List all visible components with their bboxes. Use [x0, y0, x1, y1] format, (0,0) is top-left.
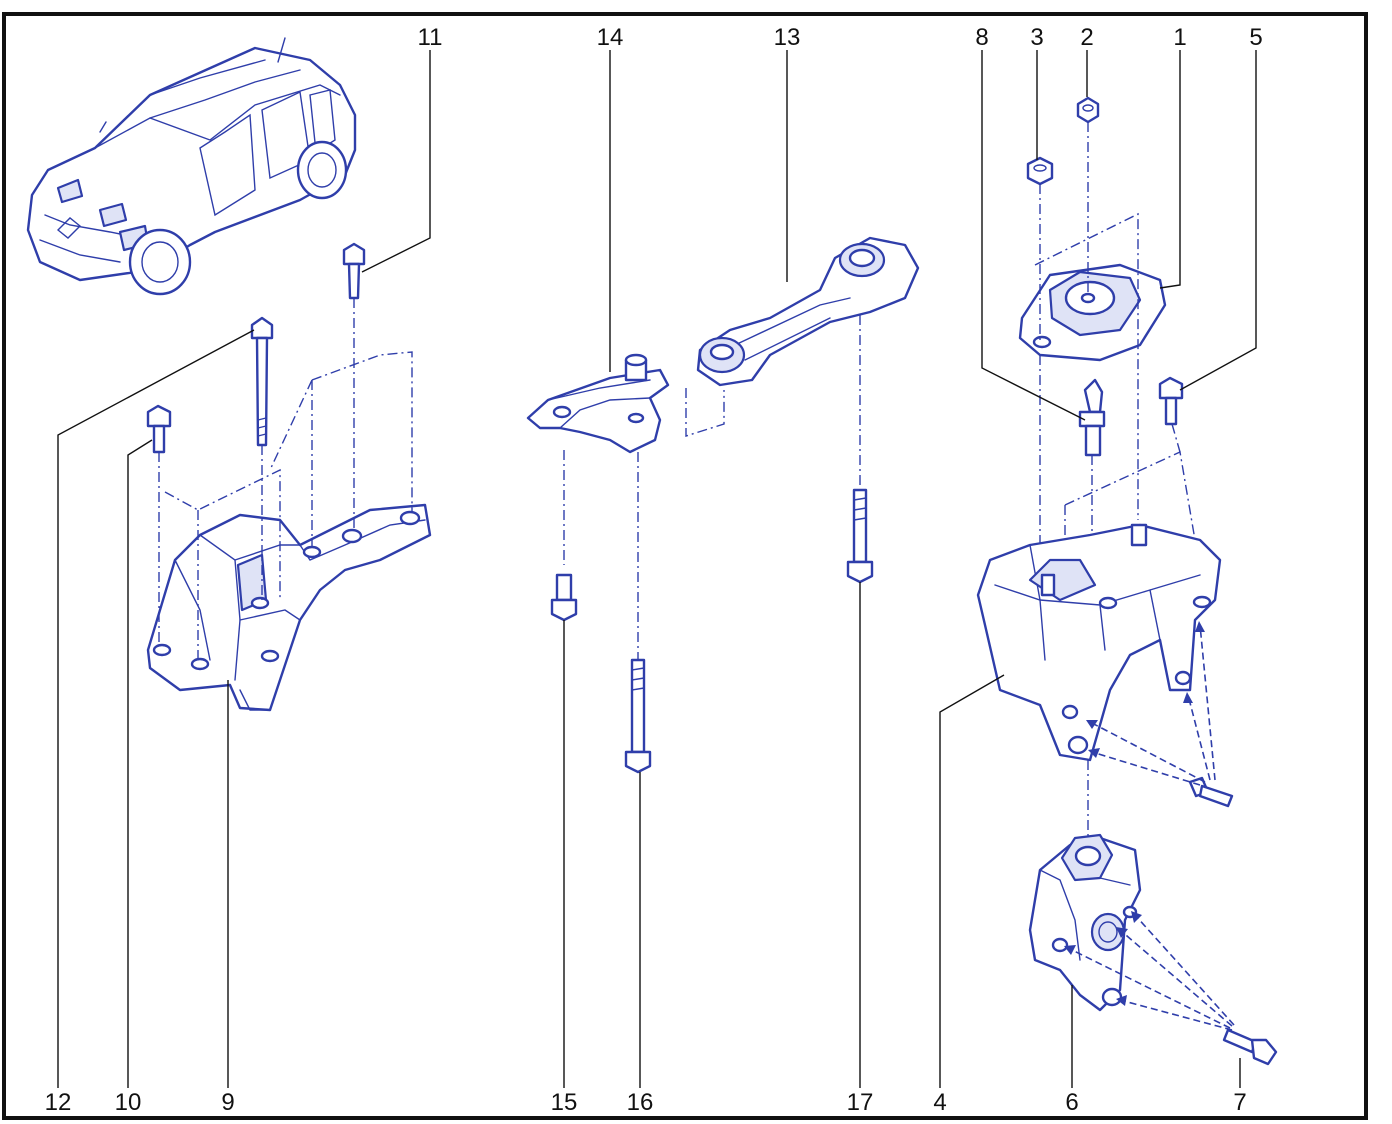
- stud-8: [1078, 378, 1106, 457]
- bolt-16: [624, 658, 652, 774]
- vehicle-thumbnail: [26, 37, 357, 296]
- callout-8: 8: [975, 24, 988, 51]
- callout-3: 3: [1030, 24, 1043, 51]
- callout-5: 5: [1249, 24, 1262, 51]
- bolt-5: [1158, 376, 1184, 426]
- bolt-11: [342, 242, 366, 300]
- torque-rod-13: [696, 236, 920, 387]
- callout-6: 6: [1065, 1089, 1078, 1116]
- callout-12: 12: [45, 1089, 72, 1116]
- nut-3: [1026, 156, 1054, 186]
- callout-13: 13: [774, 24, 801, 51]
- callout-14: 14: [597, 24, 624, 51]
- callout-11: 11: [418, 24, 443, 51]
- bolt-mount-4: [1188, 776, 1234, 808]
- callout-4: 4: [933, 1089, 946, 1116]
- diagram-frame: [2, 12, 1368, 1120]
- bolt-12: [250, 316, 274, 447]
- callout-15: 15: [551, 1089, 578, 1116]
- bolt-7: [1222, 1028, 1278, 1066]
- callout-7: 7: [1233, 1089, 1246, 1116]
- callout-labels: 11 14 13 8 3 2 1 5 12 10 9 15 16 17 4 6 …: [45, 24, 1263, 1116]
- middle-axes: [563, 315, 861, 660]
- callout-2: 2: [1080, 24, 1093, 51]
- callout-leaders: [57, 50, 1257, 1088]
- callout-17: 17: [847, 1089, 874, 1116]
- nut-2: [1076, 96, 1100, 124]
- bolt-15: [550, 573, 578, 622]
- left-gearbox-mount: [146, 503, 432, 712]
- bolt-17: [846, 488, 874, 584]
- arrows-bracket-4: [1086, 621, 1216, 786]
- arrows-bracket-6: [1064, 911, 1235, 1031]
- callout-10: 10: [115, 1089, 142, 1116]
- bolt-10: [146, 404, 172, 454]
- lower-bracket-6: [1028, 833, 1142, 1012]
- callout-1: 1: [1173, 24, 1186, 51]
- callout-9: 9: [221, 1089, 234, 1116]
- left-mount-axes: [158, 298, 413, 660]
- callout-16: 16: [627, 1089, 654, 1116]
- engine-mount-1: [1018, 263, 1167, 362]
- bracket-14: [526, 353, 670, 454]
- support-bracket-4: [976, 523, 1222, 762]
